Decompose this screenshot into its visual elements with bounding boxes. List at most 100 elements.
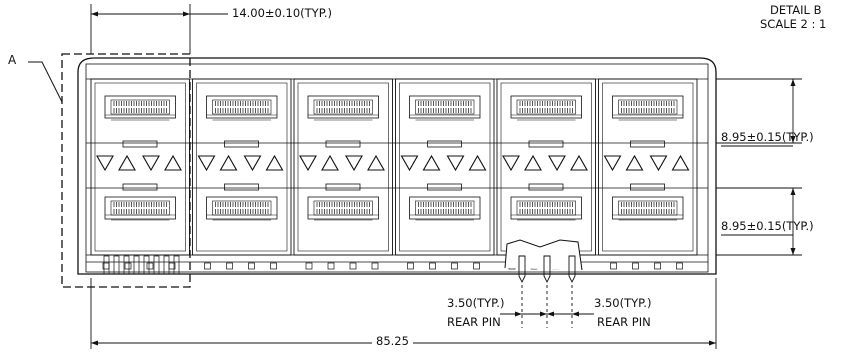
contact-fingers <box>316 202 370 214</box>
port-connector <box>409 95 481 119</box>
press-fit-foot <box>407 262 414 270</box>
press-fit-foot <box>654 262 661 270</box>
port-column-inner <box>500 82 592 252</box>
latch-tab-top <box>122 140 158 148</box>
port-column <box>598 78 698 256</box>
port-connector-inner <box>516 200 576 216</box>
port-connector-inner <box>313 99 373 115</box>
port-connector <box>510 95 582 119</box>
rear-pin-left-value: 3.50(TYP.) <box>447 296 505 310</box>
light-pipe-triangle <box>219 154 238 171</box>
light-pipe-triangle <box>96 155 114 172</box>
press-fit-foot <box>429 262 436 270</box>
light-pipe-triangle <box>321 154 339 171</box>
light-pipe-triangle <box>671 154 690 171</box>
rear-pin-cutout <box>504 239 583 271</box>
detail-pin <box>163 255 170 275</box>
latch-tab-top <box>325 140 361 148</box>
contact-fingers <box>113 202 167 214</box>
contact-fingers <box>519 101 573 113</box>
port-connector <box>206 95 278 119</box>
light-pipe-triangle <box>649 155 668 172</box>
light-pipe-triangle <box>400 155 419 172</box>
port-connector <box>510 196 582 220</box>
press-fit-foot <box>349 262 357 270</box>
dimension-arrow <box>709 340 716 346</box>
latch-tab-bottom <box>325 183 361 191</box>
contact-fingers <box>113 101 167 113</box>
port-column-inner <box>94 82 186 252</box>
detail-pin <box>173 255 180 275</box>
press-fit-foot <box>146 262 154 270</box>
detail-a-boundary <box>61 53 191 288</box>
light-pipe-triangle <box>164 154 182 171</box>
press-fit-foot <box>226 262 233 270</box>
port-connector <box>307 95 379 119</box>
light-pipe-triangle <box>548 155 566 172</box>
port-connector <box>206 196 278 220</box>
contact-fingers <box>418 101 472 113</box>
latch-tab-top <box>630 140 665 148</box>
port-column <box>90 78 190 256</box>
contact-fingers <box>418 202 472 214</box>
light-pipe-triangle <box>243 155 262 172</box>
dimension-arrow <box>790 79 796 86</box>
detail-a-label: A <box>8 53 17 67</box>
latch-tab-top <box>427 140 462 148</box>
light-pipe-triangle <box>603 155 622 172</box>
latch-tab-top <box>224 140 259 148</box>
latch-tab-bottom <box>224 183 259 191</box>
latch-tab-bottom <box>630 183 665 191</box>
light-pipe-triangle <box>118 154 136 171</box>
dimension-arrow <box>790 136 796 143</box>
port-column <box>293 78 393 256</box>
detail-pin <box>143 255 150 275</box>
rear-pin-left-text: REAR PIN <box>447 315 501 329</box>
rear-pin-right-text: REAR PIN <box>597 315 651 329</box>
light-pipe-triangle <box>502 155 520 172</box>
port-connector-inner <box>618 99 678 115</box>
dimension-arrow <box>515 311 522 317</box>
port-column <box>496 78 596 256</box>
light-pipe-triangle <box>422 154 441 171</box>
contact-fingers <box>215 101 269 113</box>
port-connector <box>409 196 481 220</box>
detail-a-leader <box>28 61 63 103</box>
port-connector-inner <box>212 200 272 216</box>
contact-fingers <box>519 202 573 214</box>
port-connector <box>104 95 176 119</box>
press-fit-foot <box>270 262 277 270</box>
pitch-vertical-top-dimension: 8.95±0.15(TYP.) <box>721 130 814 144</box>
rear-pin <box>543 255 551 284</box>
light-pipe-triangle <box>265 154 284 171</box>
port-connector-inner <box>415 99 475 115</box>
latch-tab-bottom <box>528 183 564 191</box>
port-connector-inner <box>110 200 170 216</box>
dimension-arrow <box>790 248 796 255</box>
press-fit-foot <box>632 262 639 270</box>
press-fit-foot <box>610 262 617 270</box>
press-fit-foot <box>204 262 211 270</box>
port-column <box>192 78 292 256</box>
cage-inner-body <box>85 63 709 273</box>
pitch-vertical-bottom-dimension: 8.95±0.15(TYP.) <box>721 219 814 233</box>
detail-pin <box>103 255 110 275</box>
port-connector-inner <box>415 200 475 216</box>
cage-outer-body <box>77 57 717 275</box>
latch-tab-top <box>528 140 564 148</box>
overall-width-dimension: 85.25 <box>372 335 413 348</box>
port-connector <box>307 196 379 220</box>
contact-fingers <box>621 202 675 214</box>
press-fit-foot <box>327 262 335 270</box>
rear-pin-right-value: 3.50(TYP.) <box>594 296 652 310</box>
light-pipe-triangle <box>524 154 542 171</box>
light-pipe-triangle <box>468 154 487 171</box>
latch-tab-bottom <box>122 183 158 191</box>
light-pipe-triangle <box>142 155 160 172</box>
detail-pin <box>113 255 120 275</box>
detail-pin <box>133 255 140 275</box>
press-fit-foot <box>473 262 480 270</box>
dimension-arrow <box>790 188 796 195</box>
port-column-inner <box>602 82 694 252</box>
